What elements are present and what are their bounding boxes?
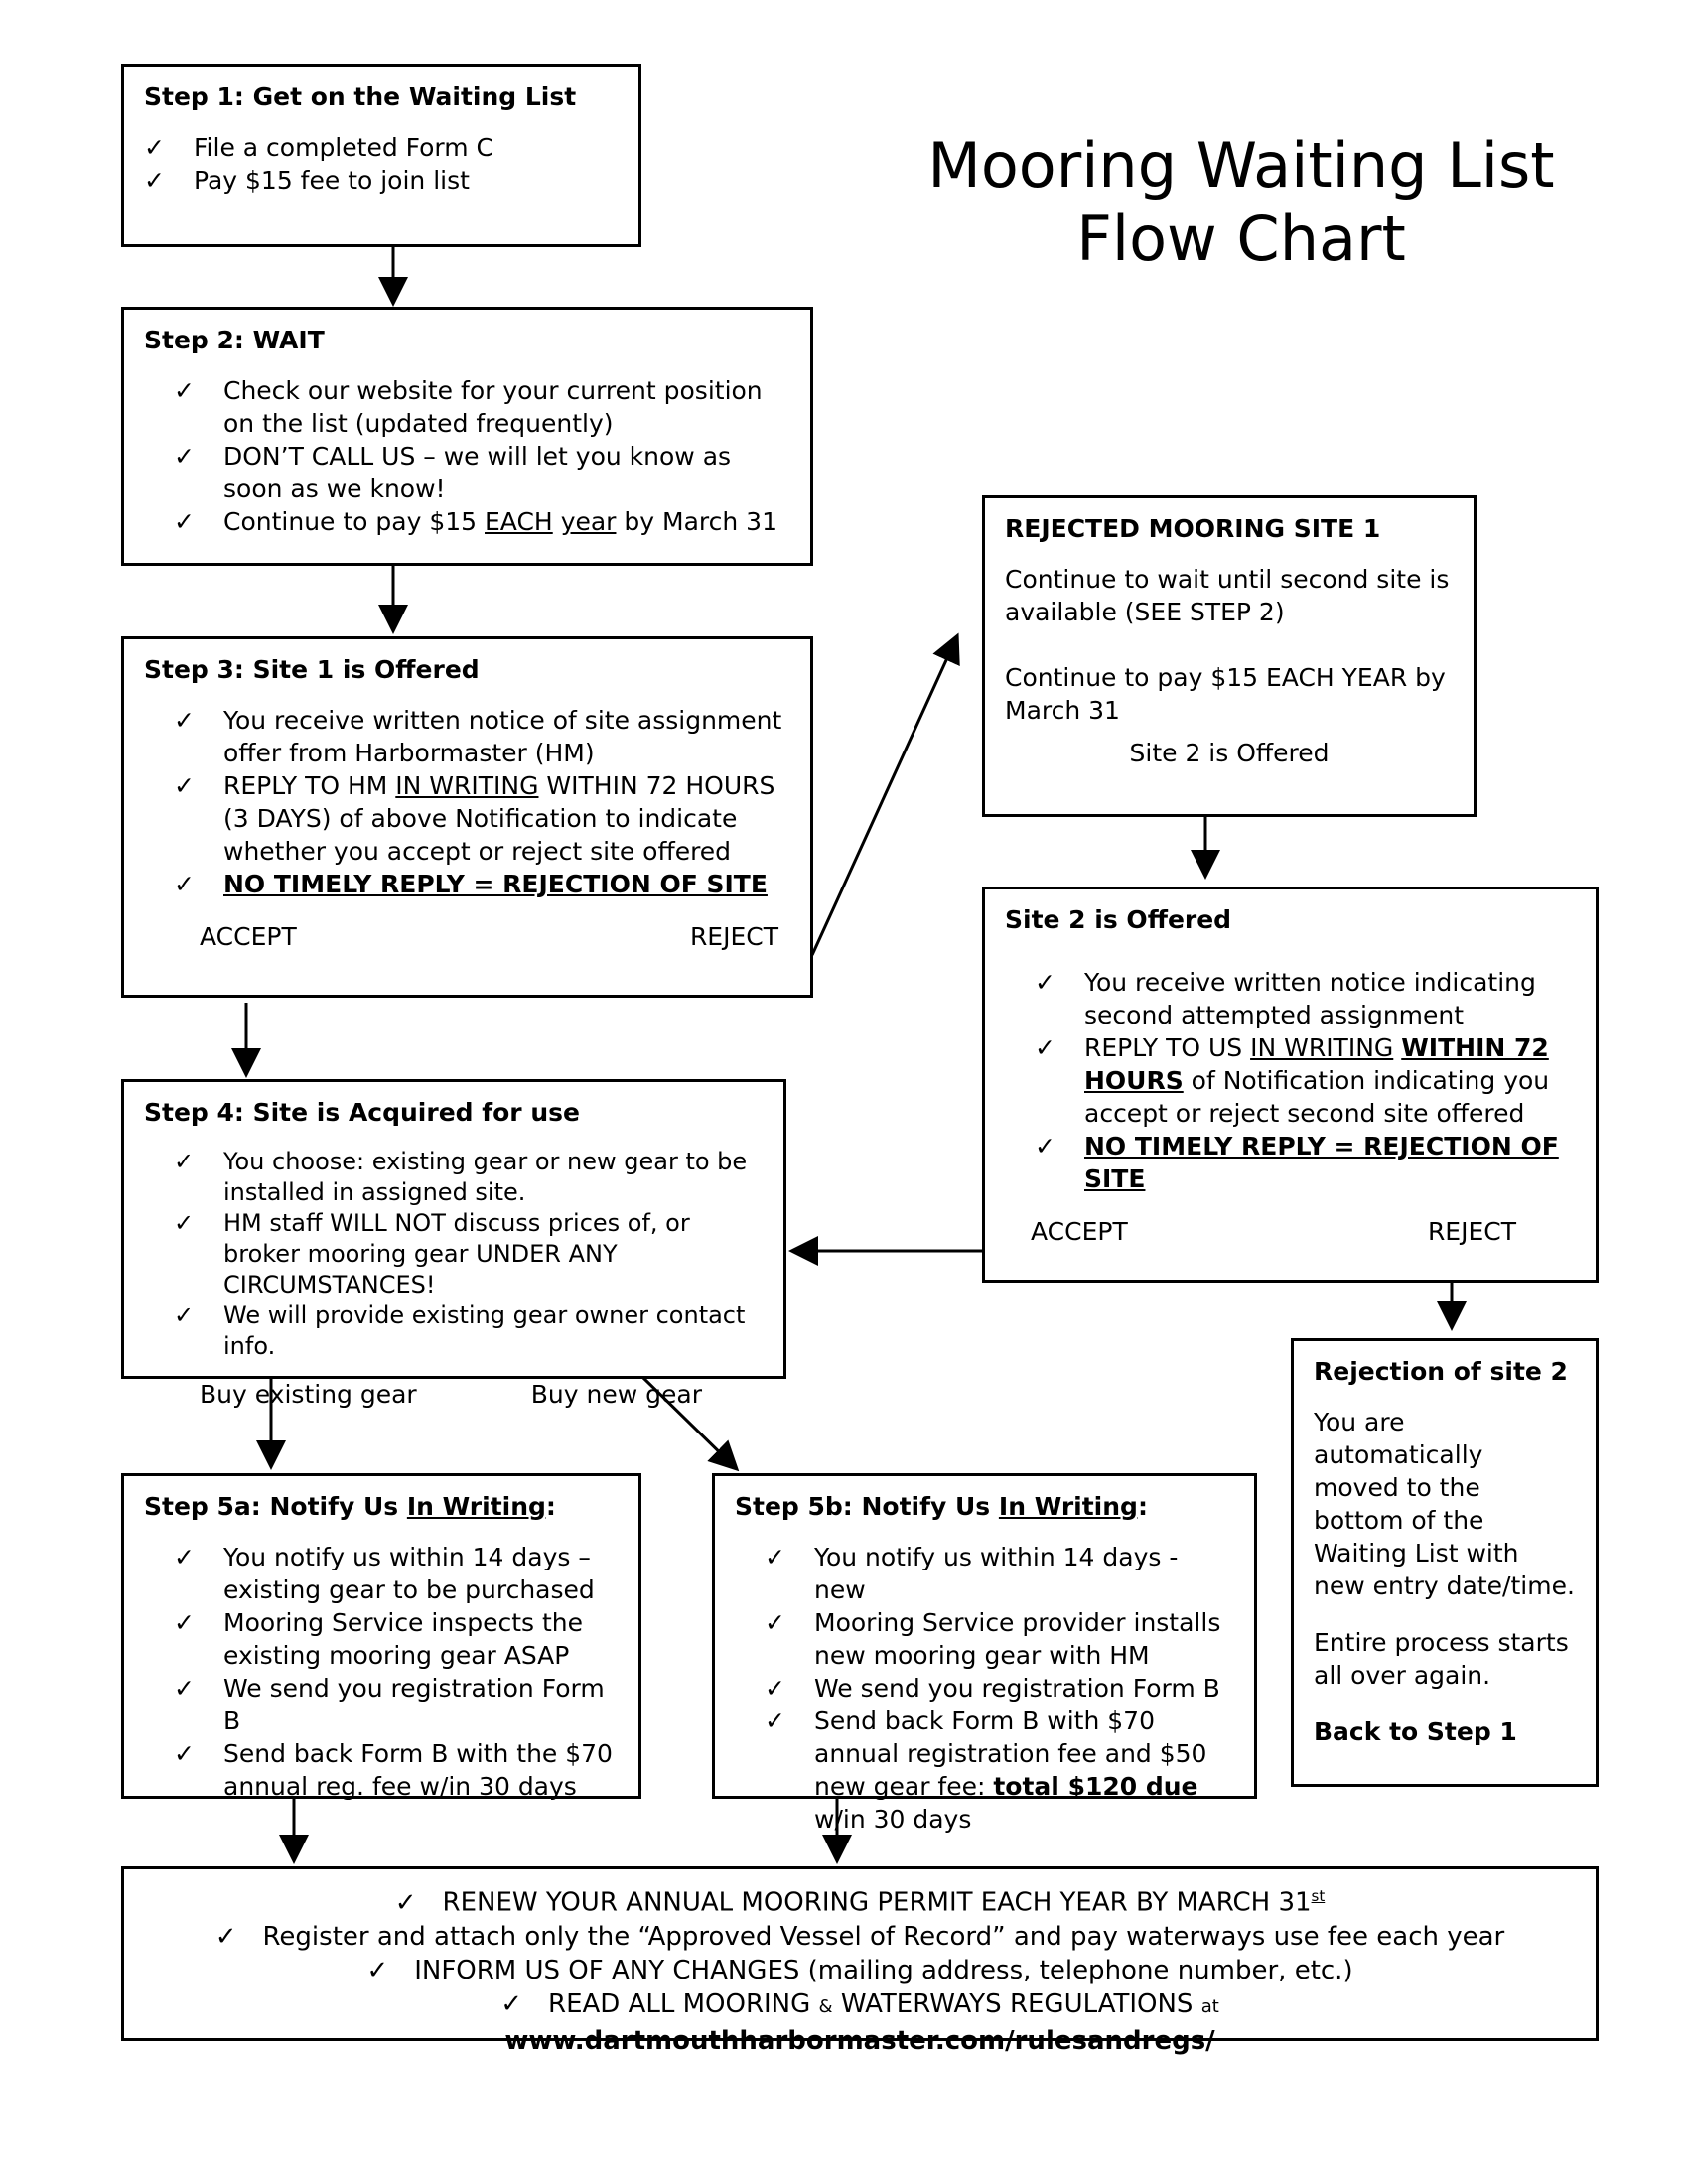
site2-item-warning: NO TIMELY REPLY = REJECTION OF SITE	[1035, 1130, 1576, 1195]
step3-title: Step 3: Site 1 is Offered	[144, 655, 480, 684]
rejected-site1-next: Site 2 is Offered	[1129, 739, 1330, 767]
step3-item: You receive written notice of site assig…	[174, 704, 790, 769]
title-line-2: Flow Chart	[1076, 203, 1406, 275]
step1-item: File a completed Form C	[144, 131, 619, 164]
step5b-item: Mooring Service provider installs new mo…	[765, 1606, 1234, 1672]
step1-title: Step 1: Get on the Waiting List	[144, 82, 577, 111]
regulations-url-link[interactable]: www.dartmouthharbormaster.com/rulesandre…	[504, 2025, 1215, 2056]
arrow-reject-to-rejected1	[810, 632, 960, 956]
rejected-site1-box: REJECTED MOORING SITE 1 Continue to wait…	[982, 495, 1477, 817]
final-line-register: ✓Register and attach only the “Approved …	[214, 1921, 1505, 1952]
rejection-site2-box: Rejection of site 2 You are automaticall…	[1291, 1338, 1599, 1787]
final-line-renew: ✓RENEW YOUR ANNUAL MOORING PERMIT EACH Y…	[394, 1887, 1326, 1918]
step5b-item: Send back Form B with $70 annual registr…	[765, 1705, 1234, 1836]
step4-item: HM staff WILL NOT discuss prices of, or …	[174, 1208, 764, 1300]
step5a-item: Mooring Service inspects the existing mo…	[174, 1606, 619, 1672]
page-title: Mooring Waiting List Flow Chart	[894, 129, 1589, 276]
step4-title: Step 4: Site is Acquired for use	[144, 1098, 580, 1127]
rejected-site1-para: Continue to pay $15 EACH YEAR by March 3…	[1005, 663, 1446, 725]
site2-title: Site 2 is Offered	[1005, 905, 1232, 934]
step1-item: Pay $15 fee to join list	[144, 164, 619, 197]
step2-item: Continue to pay $15 EACH year by March 3…	[174, 505, 790, 538]
final-line-regulations: ✓READ ALL MOORING & WATERWAYS REGULATION…	[500, 1988, 1219, 2056]
step5b-item: We send you registration Form B	[765, 1672, 1234, 1705]
step5b-title: Step 5b: Notify Us In Writing:	[735, 1492, 1148, 1521]
step2-item: DON’T CALL US – we will let you know as …	[174, 440, 790, 505]
step4-box: Step 4: Site is Acquired for use You cho…	[121, 1079, 786, 1409]
buy-existing-gear-label: Buy existing gear	[200, 1380, 417, 1409]
step2-title: Step 2: WAIT	[144, 326, 325, 354]
step4-item: We will provide existing gear owner cont…	[174, 1300, 764, 1362]
step3-reject-label: REJECT	[689, 922, 778, 951]
rejection-site2-title: Rejection of site 2	[1314, 1357, 1568, 1386]
site2-item: REPLY TO US IN WRITING WITHIN 72 HOURS o…	[1035, 1031, 1576, 1130]
step5a-title: Step 5a: Notify Us In Writing:	[144, 1492, 556, 1521]
back-to-step1-label: Back to Step 1	[1314, 1717, 1517, 1746]
title-line-1: Mooring Waiting List	[927, 129, 1555, 202]
step3-box: Step 3: Site 1 is Offered You receive wr…	[121, 636, 813, 998]
rejected-site1-title: REJECTED MOORING SITE 1	[1005, 514, 1381, 543]
step4-item: You choose: existing gear or new gear to…	[174, 1147, 764, 1208]
step1-box: Step 1: Get on the Waiting List File a c…	[121, 64, 641, 247]
site2-accept-label: ACCEPT	[1031, 1217, 1128, 1246]
step5a-item: Send back Form B with the $70 annual reg…	[174, 1737, 619, 1803]
final-line-inform: ✓INFORM US OF ANY CHANGES (mailing addre…	[366, 1955, 1353, 1985]
arrow-new-to-step5b	[641, 1376, 740, 1472]
step5b-box: Step 5b: Notify Us In Writing: You notif…	[712, 1473, 1257, 1834]
step3-item-warning: NO TIMELY REPLY = REJECTION OF SITE	[174, 868, 790, 900]
site2-reject-label: REJECT	[1427, 1217, 1516, 1246]
step2-box: Step 2: WAIT Check our website for your …	[121, 307, 813, 566]
site2-item: You receive written notice indicating se…	[1035, 966, 1576, 1031]
site2-box: Site 2 is Offered You receive written no…	[982, 887, 1599, 1283]
annual-requirements-box: ✓RENEW YOUR ANNUAL MOORING PERMIT EACH Y…	[121, 1866, 1599, 2056]
buy-new-gear-label: Buy new gear	[530, 1380, 702, 1409]
step3-accept-label: ACCEPT	[200, 922, 297, 951]
step3-item: REPLY TO HM IN WRITING WITHIN 72 HOURS (…	[174, 769, 790, 868]
rejection-site2-para: You are automatically moved to the botto…	[1314, 1408, 1575, 1600]
step5a-item: We send you registration Form B	[174, 1672, 619, 1737]
step5b-item: You notify us within 14 days - new	[765, 1541, 1234, 1606]
rejection-site2-para: Entire process starts all over again.	[1314, 1628, 1569, 1690]
step2-item: Check our website for your current posit…	[174, 374, 790, 440]
rejected-site1-para: Continue to wait until second site is av…	[1005, 565, 1450, 626]
step5a-box: Step 5a: Notify Us In Writing: You notif…	[121, 1473, 641, 1801]
step5a-item: You notify us within 14 days – existing …	[174, 1541, 619, 1606]
